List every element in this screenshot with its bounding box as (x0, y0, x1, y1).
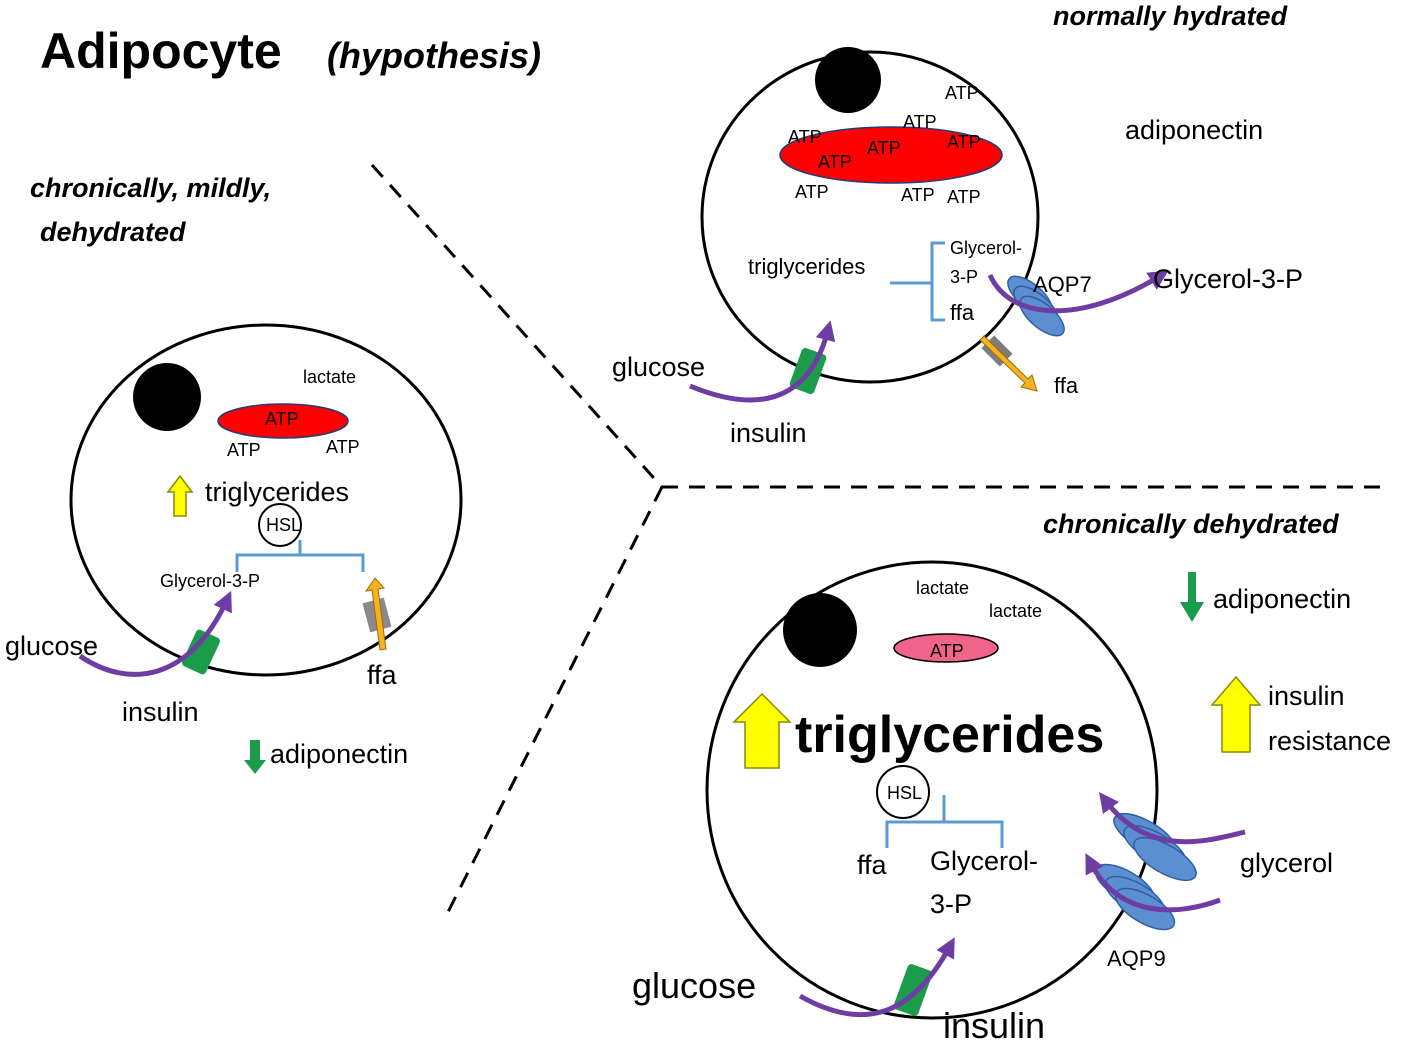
ffa-out-label: ffa (1054, 373, 1079, 398)
diagram-title: Adipocyte (40, 23, 282, 79)
up-arrow-icon (732, 692, 792, 769)
atp-label: ATP (947, 132, 981, 152)
aqp9-label: AQP9 (1107, 946, 1166, 971)
panel-mildly-dehydrated: chronically, mildly, dehydrated ATP ATP … (5, 173, 463, 774)
state-label: normally hydrated (1053, 1, 1288, 31)
separator-top-left (370, 163, 664, 489)
atp-label: ATP (930, 641, 964, 661)
atp-label: ATP (903, 112, 937, 132)
aqp7-label: AQP7 (1033, 272, 1092, 297)
lactate-label: lactate (989, 601, 1042, 621)
nucleus (783, 593, 857, 667)
ffa-export-arrow-icon (979, 335, 1038, 392)
cell-membrane (705, 560, 1159, 1020)
panel-chronically-dehydrated: chronically dehydrated ATP lactate lacta… (632, 509, 1391, 1043)
lactate-label: lactate (916, 578, 969, 598)
bracket (890, 241, 945, 322)
glycerol-export-arrow-icon (1098, 792, 1246, 845)
glycerol-3-p-label: Glycerol-3-P (160, 571, 260, 591)
hsl-enzyme-icon (258, 503, 302, 547)
nucleus (133, 363, 201, 431)
state-label-line2: dehydrated (40, 217, 186, 247)
atp-label: ATP (818, 152, 852, 172)
up-arrow-icon (166, 474, 194, 517)
atp-label: ATP (945, 83, 979, 103)
down-arrow-icon (244, 740, 266, 774)
mitochondrion (779, 126, 1003, 184)
atp-label: ATP (227, 440, 261, 460)
glucose-uptake-arrow-icon (798, 937, 955, 1018)
glucose-label: glucose (612, 352, 705, 382)
glycerol-3-p-label-line1: Glycerol- (950, 238, 1022, 258)
down-arrow-icon (1180, 572, 1204, 622)
nucleus (815, 47, 881, 113)
hsl-label: HSL (887, 783, 922, 803)
hsl-enzyme-icon (876, 765, 930, 819)
glycerol-export-arrow-icon (987, 270, 1169, 314)
insulin-label: insulin (122, 697, 199, 727)
diagram-subtitle: (hypothesis) (327, 35, 541, 76)
glycerol-3-p-label-line2: 3-P (950, 267, 978, 287)
glucose-uptake-arrow-icon (78, 590, 232, 677)
atp-label: ATP (265, 409, 299, 429)
glycerol-label: glycerol (1240, 848, 1333, 878)
glycerol-export-arrow-icon (1085, 853, 1221, 913)
glycerol-3-p-label-line2: 3-P (930, 889, 972, 919)
atp-label: ATP (867, 138, 901, 158)
adiponectin-label: adiponectin (270, 739, 408, 769)
atp-label: ATP (326, 437, 360, 457)
mitochondrion (893, 633, 999, 663)
separator-bottom-left (443, 486, 664, 919)
mitochondrion (217, 403, 349, 439)
ffa-export-arrow-icon (364, 577, 387, 651)
glucose-transporter (182, 629, 220, 675)
bracket (235, 540, 365, 572)
glycerol-3-p-label-line1: Glycerol- (930, 846, 1038, 876)
glucose-label: glucose (5, 631, 98, 661)
lactate-label: lactate (303, 367, 356, 387)
panel-separators (370, 163, 1380, 919)
state-label-line1: chronically, mildly, (30, 173, 271, 203)
insulin-resistance-label-line1: insulin (1268, 681, 1345, 711)
glucose-label: glucose (632, 965, 756, 1006)
glucose-uptake-arrow-icon (689, 320, 836, 403)
ffa-label: ffa (857, 850, 888, 880)
adiponectin-label: adiponectin (1213, 584, 1351, 614)
panel-normally-hydrated: normally hydrated ATP ATP ATP ATP ATP AT… (612, 1, 1303, 448)
atp-label: ATP (901, 185, 935, 205)
atp-label: ATP (947, 187, 981, 207)
ffa-label: ffa (367, 660, 398, 690)
bracket (885, 795, 1004, 848)
triglycerides-label: triglycerides (795, 706, 1104, 764)
hsl-label: HSL (266, 515, 301, 535)
up-arrow-icon (1210, 675, 1262, 753)
ffa-label: ffa (950, 300, 975, 325)
atp-label: ATP (788, 127, 822, 147)
insulin-label: insulin (730, 418, 807, 448)
triglycerides-label: triglycerides (205, 477, 349, 507)
adiponectin-label: adiponectin (1125, 115, 1263, 145)
atp-label: ATP (795, 182, 829, 202)
glycerol-3-p-out-label: Glycerol-3-P (1153, 264, 1303, 294)
insulin-label: insulin (943, 1005, 1045, 1043)
state-label: chronically dehydrated (1043, 509, 1339, 539)
triglycerides-label: triglycerides (748, 254, 865, 279)
insulin-resistance-label-line2: resistance (1268, 726, 1391, 756)
